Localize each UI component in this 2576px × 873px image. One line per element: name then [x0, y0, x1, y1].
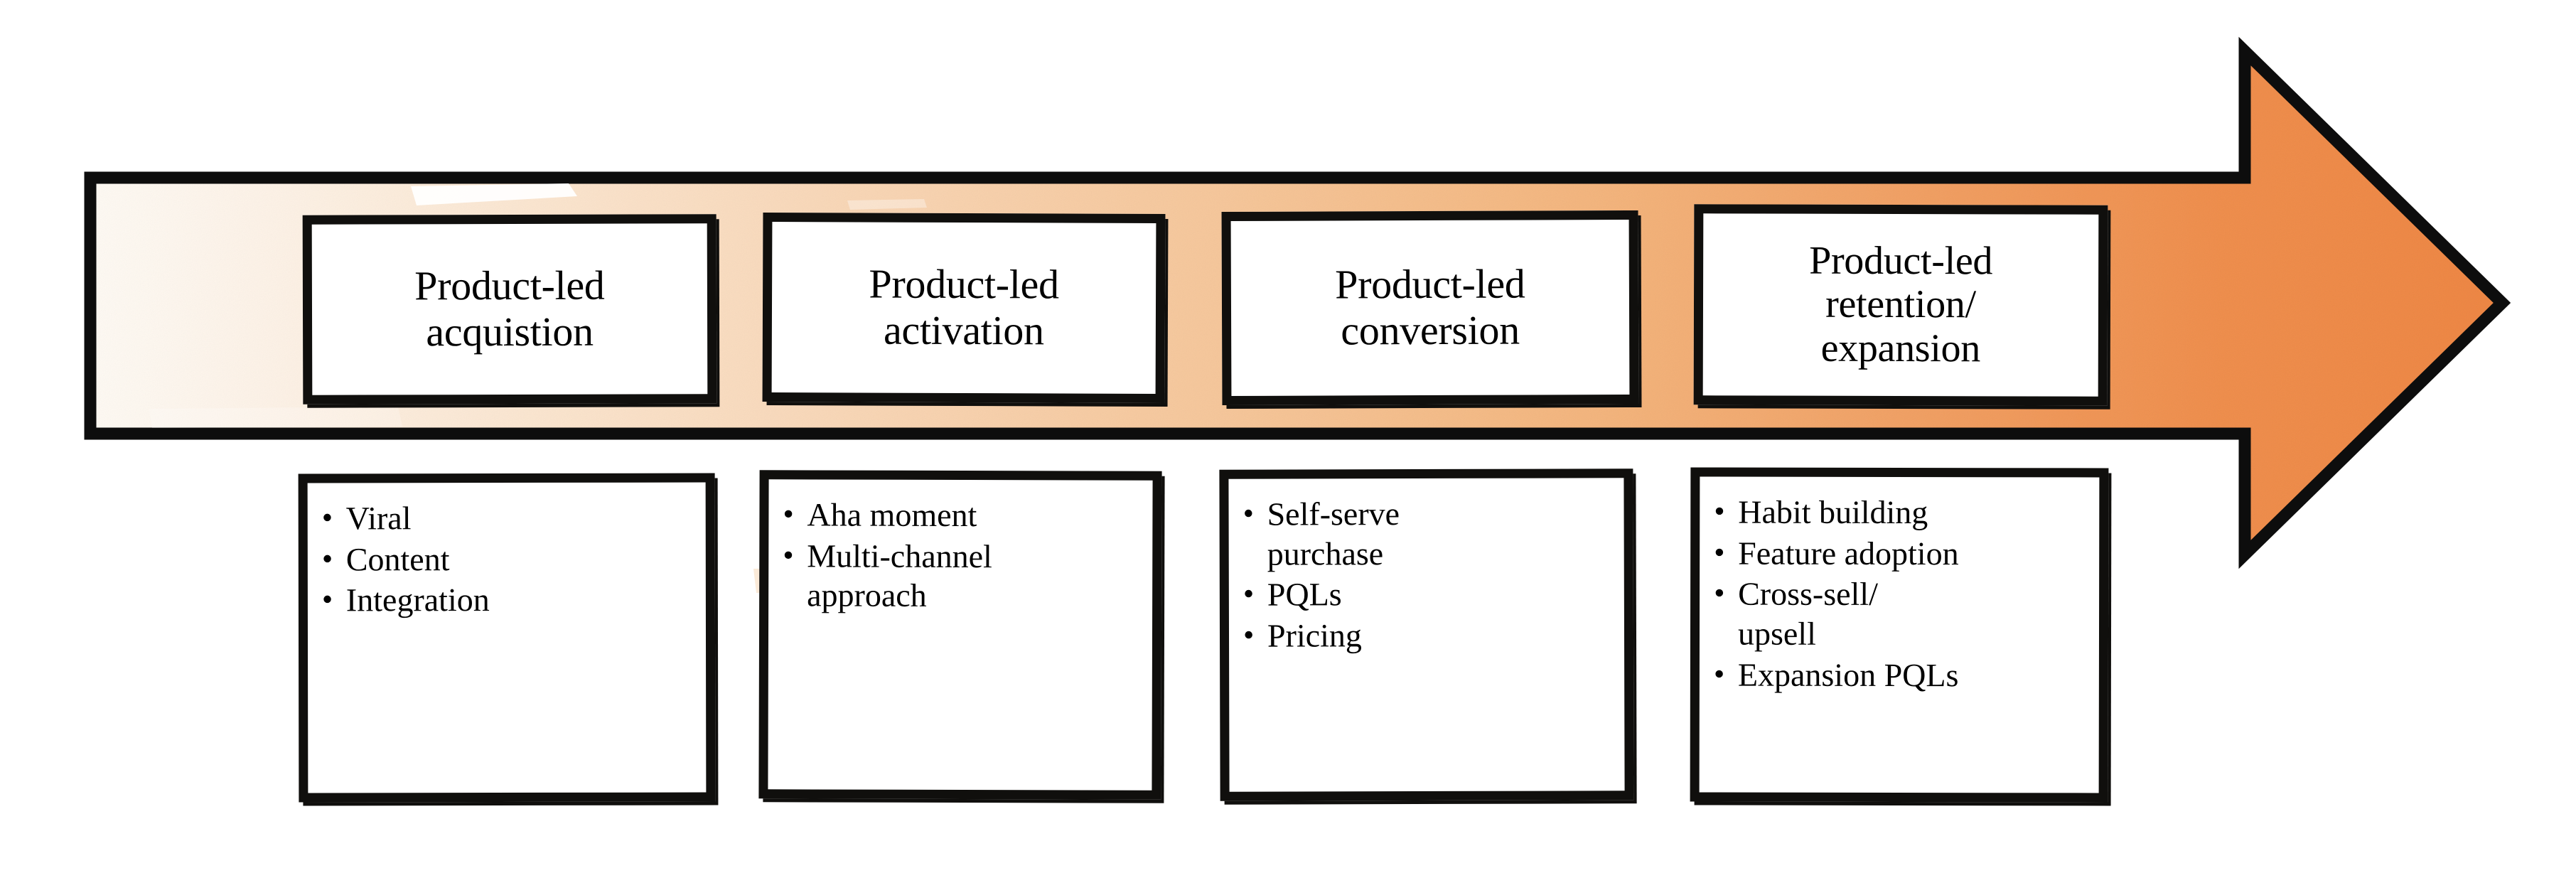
bullet-dot-icon: •: [321, 541, 333, 577]
bullet-box-activation: • Aha moment • Multi-channel approach: [758, 470, 1162, 800]
bullet-text: Habit building: [1738, 493, 1928, 531]
stage-label-retention-expansion: Product-led retention/ expansion: [1809, 238, 1993, 371]
bullet-dot-icon: •: [1243, 576, 1255, 611]
bullet-box-conversion: • Self-serve purchase • PQLs • Pricing: [1219, 468, 1634, 801]
list-item: • Viral: [322, 498, 699, 539]
bullet-text: Multi-channel approach: [807, 537, 992, 614]
list-item: • Content: [322, 539, 699, 579]
bullet-text: Viral: [345, 500, 412, 537]
bullet-list-retention-expansion: • Habit building • Feature adoption • Cr…: [1714, 493, 2092, 695]
list-item: • PQLs: [1243, 574, 1617, 615]
list-item: • Multi-channel approach: [783, 536, 1145, 616]
bullet-list-conversion: • Self-serve purchase • PQLs • Pricing: [1243, 493, 1617, 655]
stage-label-conversion: Product-led conversion: [1335, 260, 1525, 354]
bullet-box-retention-expansion: • Habit building • Feature adoption • Cr…: [1690, 467, 2109, 803]
stage-box-conversion[interactable]: Product-led conversion: [1221, 210, 1639, 406]
stage-box-retention-expansion[interactable]: Product-led retention/ expansion: [1693, 204, 2108, 406]
list-item: • Aha moment: [783, 495, 1145, 535]
list-item: • Integration: [322, 580, 699, 621]
bullet-dot-icon: •: [321, 582, 333, 617]
bullet-dot-icon: •: [1713, 656, 1725, 692]
bullet-dot-icon: •: [1243, 617, 1255, 653]
stage-box-activation[interactable]: Product-led activation: [762, 213, 1166, 403]
bullet-text: PQLs: [1267, 576, 1342, 613]
stage-box-acquisition[interactable]: Product-led acquistion: [302, 214, 717, 405]
bullet-text: Cross-sell/ upsell: [1737, 575, 1878, 652]
list-item: • Habit building: [1714, 493, 2092, 533]
watercolor-highlight-1: [411, 183, 577, 205]
bullet-text: Pricing: [1267, 617, 1362, 654]
bullet-text: Expansion PQLs: [1737, 656, 1959, 693]
list-item: • Pricing: [1243, 615, 1617, 655]
bullet-text: Feature adoption: [1738, 535, 1959, 572]
bullet-text: Aha moment: [807, 496, 977, 534]
bullet-dot-icon: •: [1714, 575, 1725, 611]
watercolor-highlight-3: [149, 407, 402, 428]
stage-label-acquisition: Product-led acquistion: [414, 262, 605, 355]
bullet-dot-icon: •: [783, 537, 794, 573]
bullet-text: Integration: [345, 582, 490, 618]
bullet-dot-icon: •: [1714, 535, 1725, 570]
list-item: • Expansion PQLs: [1714, 655, 2092, 695]
bullet-dot-icon: •: [1243, 496, 1255, 531]
list-item: • Feature adoption: [1714, 533, 2092, 574]
bullet-box-acquisition: • Viral • Content • Integration: [298, 473, 716, 803]
bullet-dot-icon: •: [1714, 493, 1725, 529]
bullet-dot-icon: •: [321, 500, 333, 535]
bullet-list-acquisition: • Viral • Content • Integration: [322, 498, 699, 621]
bullet-text: Self-serve purchase: [1267, 496, 1400, 572]
bullet-text: Content: [345, 540, 450, 578]
list-item: • Self-serve purchase: [1243, 493, 1616, 574]
watercolor-highlight-2: [847, 199, 927, 210]
bullet-list-activation: • Aha moment • Multi-channel approach: [783, 495, 1145, 616]
stage-label-activation: Product-led activation: [869, 260, 1059, 354]
bullet-dot-icon: •: [783, 496, 794, 532]
list-item: • Cross-sell/ upsell: [1714, 574, 2092, 654]
